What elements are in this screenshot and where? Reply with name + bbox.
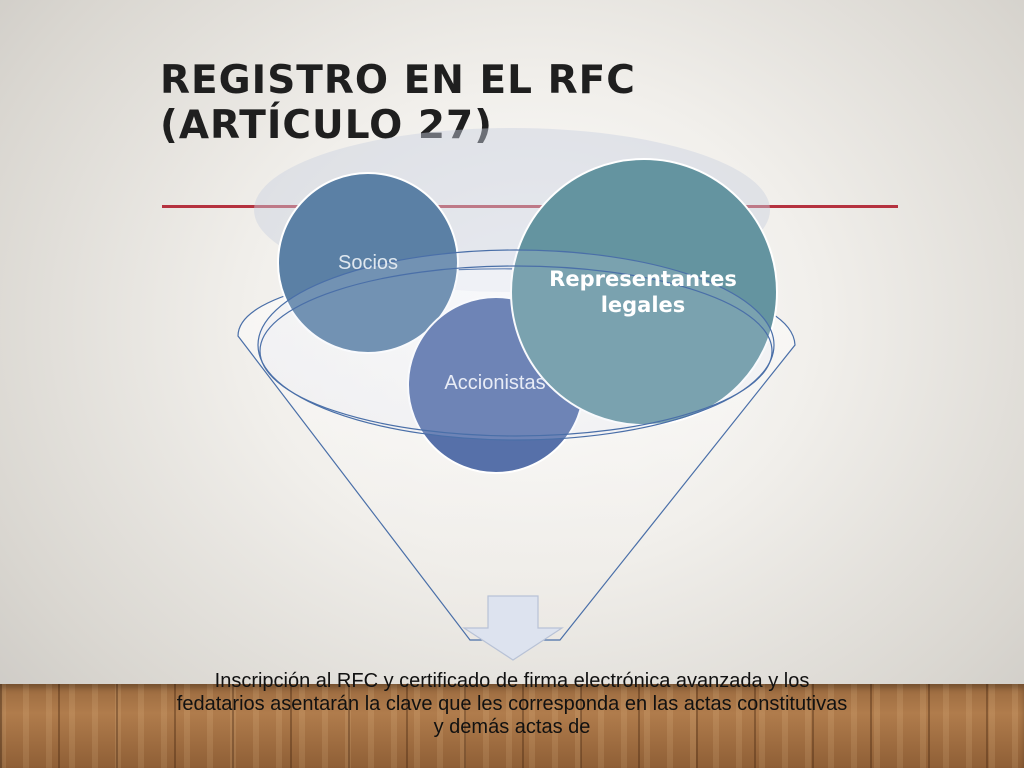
funnel-caption: Inscripción al RFC y certificado de firm… bbox=[176, 670, 848, 738]
funnel-rim-outer bbox=[257, 249, 775, 441]
slide-title: REGISTRO EN EL RFC (ARTÍCULO 27) bbox=[160, 58, 636, 148]
down-arrow-icon bbox=[461, 595, 565, 661]
circle-socios bbox=[277, 172, 459, 354]
funnel-rim-inner bbox=[259, 265, 773, 437]
wooden-floor bbox=[0, 684, 1024, 768]
title-divider bbox=[162, 205, 898, 208]
